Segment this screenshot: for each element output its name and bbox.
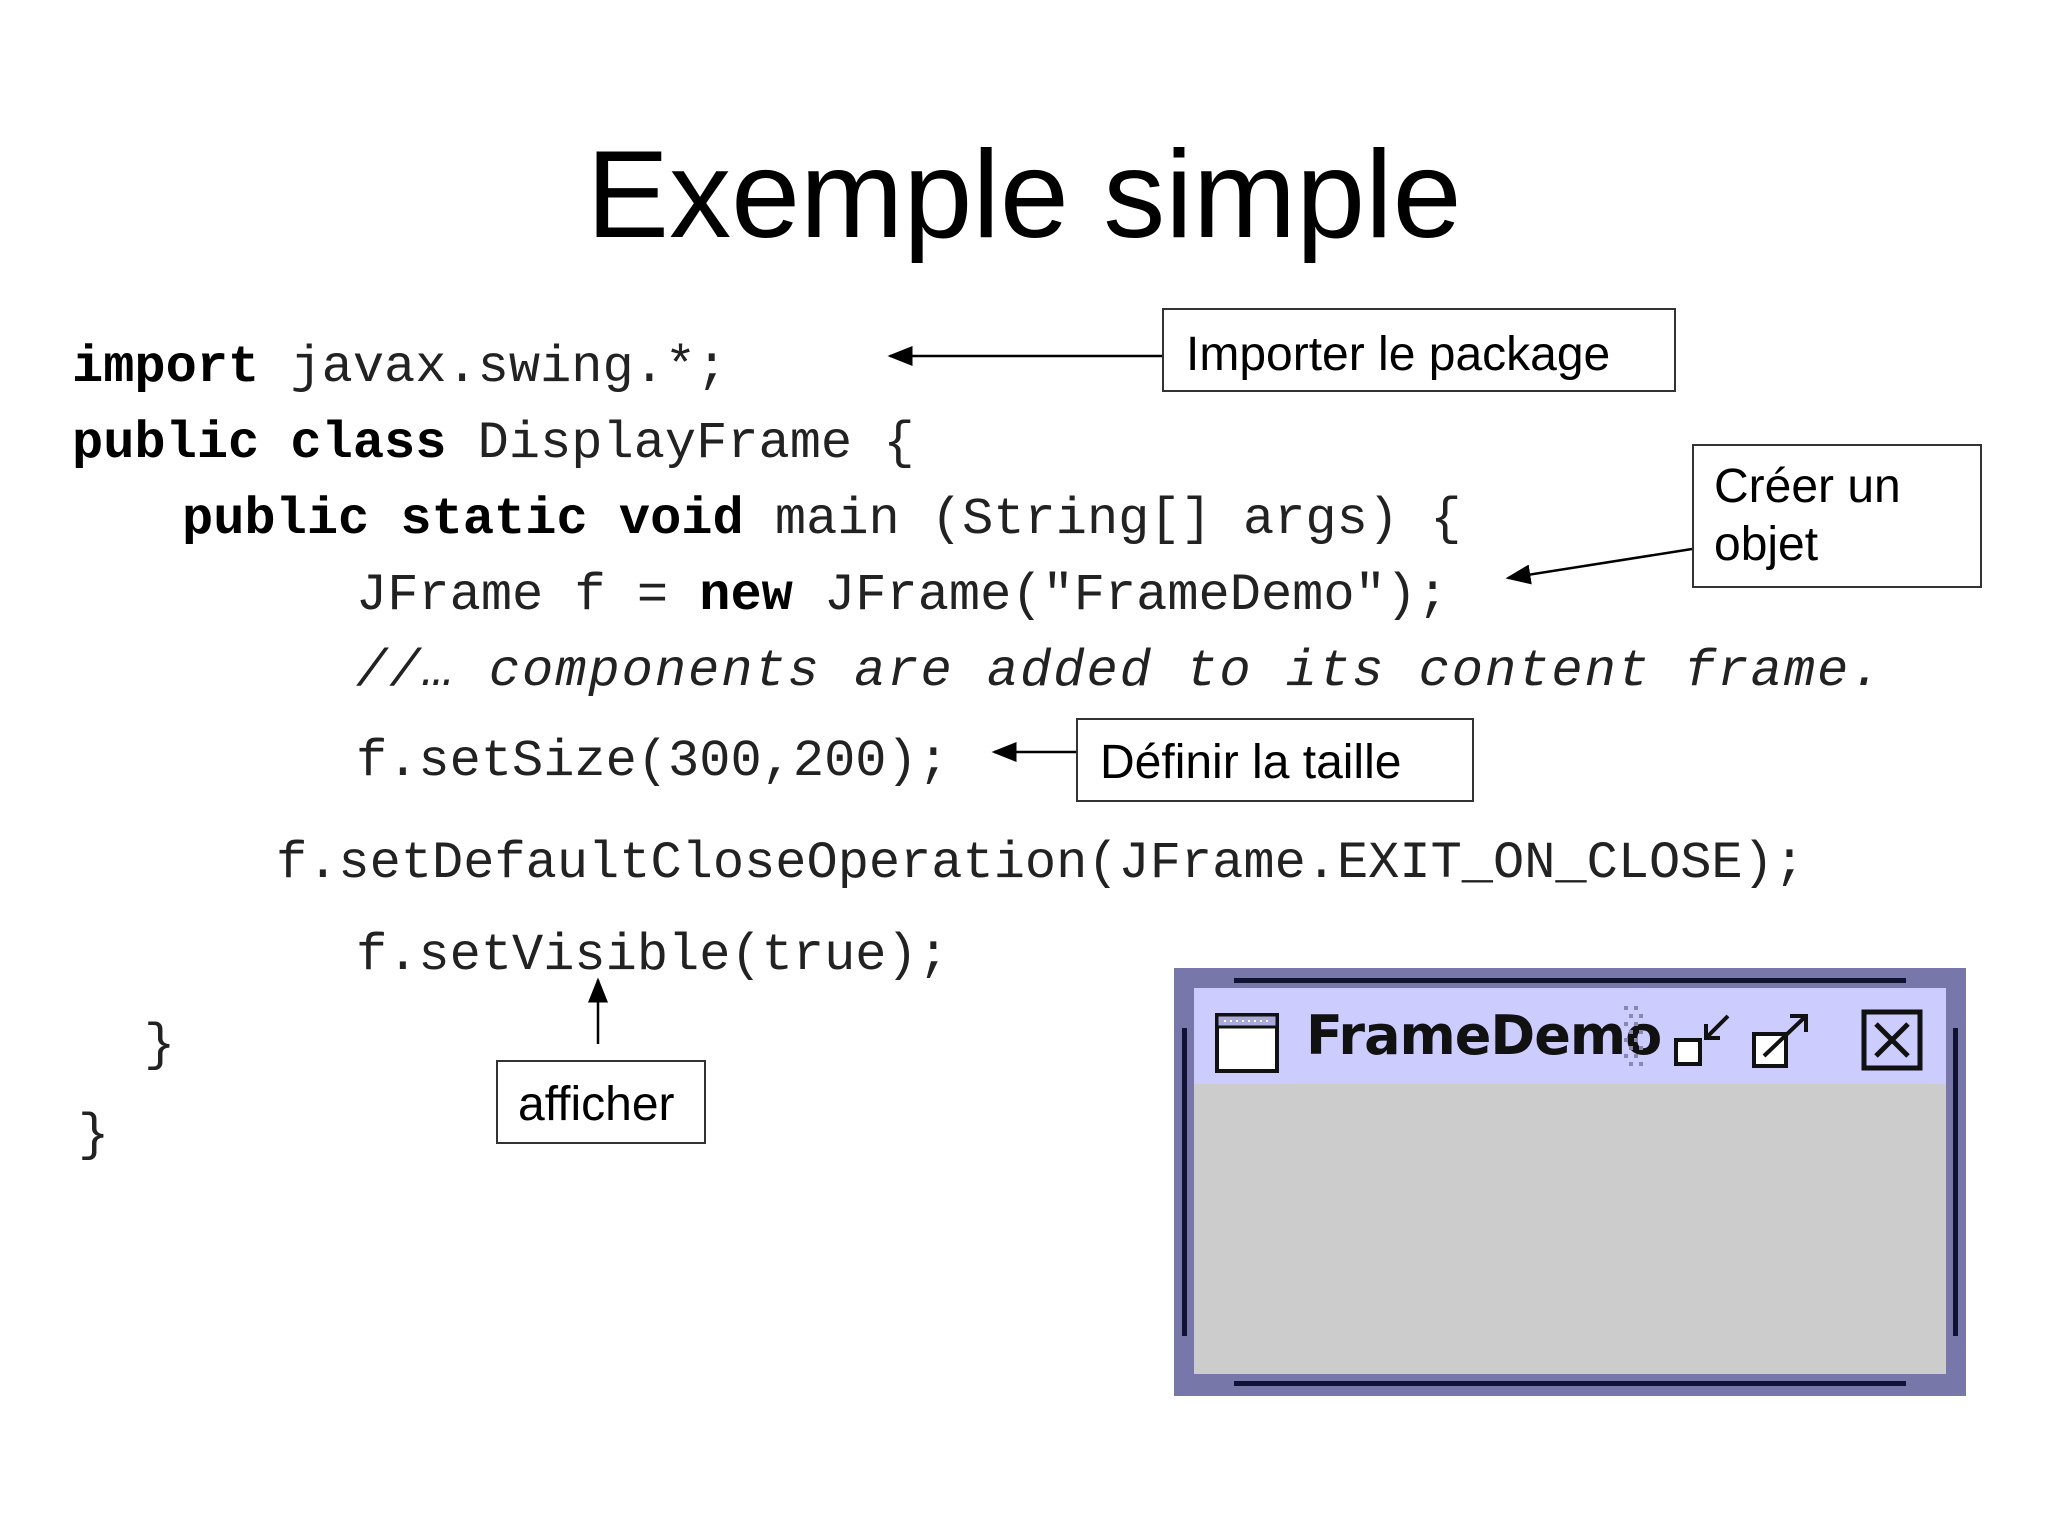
keyword: public class [72, 414, 447, 473]
window-edge [1234, 1381, 1906, 1386]
keyword: new [699, 566, 793, 625]
callout-import: Importer le package [1162, 308, 1676, 392]
slide-title: Exemple simple [586, 126, 1462, 264]
code-text: JFrame("FrameDemo"); [792, 566, 1449, 625]
callout-create-line1: Créer un [1714, 460, 1901, 513]
arrow-create-object [1505, 547, 1693, 585]
window-edge [1182, 1028, 1187, 1336]
code-text: main (String[] args) { [743, 490, 1462, 549]
code-line-setvisible: f.setVisible(true); [356, 926, 949, 985]
close-icon[interactable] [1860, 1008, 1924, 1072]
callout-show: afficher [496, 1060, 706, 1144]
window-titlebar[interactable]: FrameDemo [1194, 988, 1946, 1084]
titlebar-grip-icon [1624, 1006, 1643, 1066]
code-line-close-op: f.setDefaultCloseOperation(JFrame.EXIT_O… [276, 834, 1806, 893]
code-line-close-brace-outer: } [78, 1106, 110, 1165]
code-text: JFrame f = [356, 566, 700, 625]
code-line-close-brace-inner: } [144, 1016, 176, 1075]
callout-set-size: Définir la taille [1076, 718, 1474, 802]
code-line-setsize: f.setSize(300,200); [356, 732, 949, 791]
keyword: public static void [182, 490, 744, 549]
callout-create-object: Créer un objet [1692, 444, 1982, 588]
code-line-comment: //… components are added to its content … [356, 642, 1884, 701]
window-title: FrameDemo [1306, 1004, 1662, 1067]
code-line-new-frame: JFrame f = new JFrame("FrameDemo"); [356, 566, 1448, 626]
code-line-import: import javax.swing.*; [72, 338, 727, 398]
callout-create-line2: objet [1714, 518, 1819, 571]
minimize-icon[interactable] [1672, 1008, 1736, 1072]
maximize-icon[interactable] [1750, 1008, 1814, 1072]
code-line-class: public class DisplayFrame { [72, 414, 915, 474]
window-edge [1953, 1028, 1958, 1336]
jframe-window: FrameDemo [1174, 968, 1966, 1396]
code-text: DisplayFrame { [446, 414, 915, 473]
window-menu-icon[interactable] [1214, 1012, 1280, 1074]
code-text: javax.swing.*; [259, 338, 728, 397]
keyword: import [72, 338, 260, 397]
window-edge [1234, 978, 1906, 983]
window-content-pane [1194, 1084, 1946, 1374]
code-line-main: public static void main (String[] args) … [182, 490, 1461, 550]
